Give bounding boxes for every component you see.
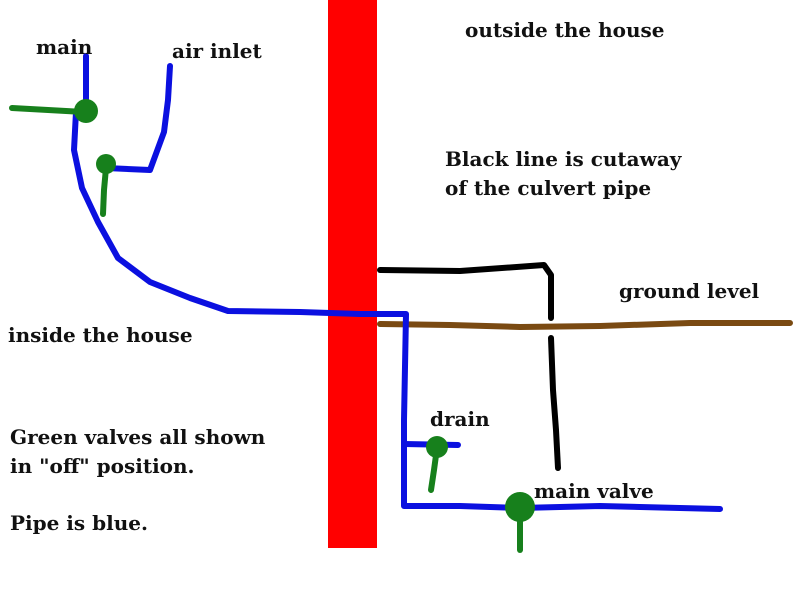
label-air-inlet: air inlet bbox=[172, 39, 262, 63]
label-pipe-note: Pipe is blue. bbox=[10, 511, 148, 535]
main-inlet-valve bbox=[74, 99, 98, 123]
drain-valve bbox=[426, 436, 448, 458]
pipe-air-inlet bbox=[103, 63, 173, 173]
label-valves-note-1: Green valves all shown bbox=[10, 425, 266, 449]
ground-line bbox=[377, 320, 793, 330]
label-ground-level: ground level bbox=[619, 279, 760, 303]
label-inside-house: inside the house bbox=[8, 323, 193, 347]
pipe-main-riser bbox=[71, 53, 723, 512]
label-valves-note-2: in "off" position. bbox=[10, 454, 195, 478]
air-inlet-valve-handle bbox=[100, 165, 109, 217]
label-culvert-note-2: of the culvert pipe bbox=[445, 176, 652, 200]
label-main: main bbox=[36, 35, 93, 59]
label-drain: drain bbox=[430, 407, 490, 431]
main-inlet-valve-handle bbox=[9, 105, 87, 115]
house-wall bbox=[328, 0, 377, 548]
label-main-valve: main valve bbox=[534, 479, 654, 503]
culvert-cutaway-line bbox=[377, 262, 554, 321]
label-culvert-note-1: Black line is cutaway bbox=[445, 147, 682, 171]
label-outside-house: outside the house bbox=[465, 18, 665, 42]
air-inlet-valve bbox=[96, 154, 116, 174]
culvert-cutaway-line-lower bbox=[548, 335, 561, 471]
main-valve bbox=[505, 492, 535, 522]
